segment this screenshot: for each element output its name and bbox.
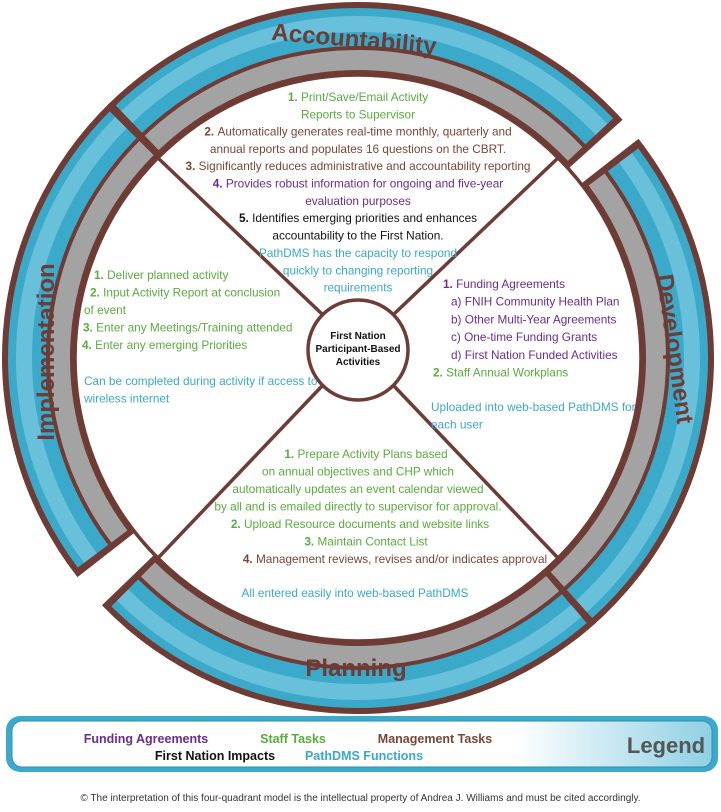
- accountability-item-1-line: Reports to Supervisor: [301, 107, 415, 121]
- development-item-2-line: a) FNIH Community Health Plan: [451, 295, 620, 309]
- accountability-item-2-line: annual reports and populates 16 question…: [210, 142, 506, 156]
- accountability-item-1-line: 1. Print/Save/Email Activity: [288, 90, 428, 104]
- development-item-4-line: c) One-time Funding Grants: [451, 330, 597, 344]
- planning-title: Planning: [305, 655, 406, 682]
- legend-pathdms: PathDMS Functions: [305, 749, 423, 763]
- development-item-6-line: 2. Staff Annual Workplans: [433, 366, 568, 380]
- legend-management: Management Tasks: [378, 732, 492, 746]
- divider-line: [156, 384, 324, 560]
- development-note-line: Uploaded into web-based PathDMS for: [431, 400, 636, 414]
- outer-bands: [2, 1, 714, 714]
- implementation-title: Implementation: [33, 263, 60, 440]
- divider-line: [156, 156, 324, 316]
- implementation-item-4-line: 4. Enter any emerging Priorities: [82, 338, 247, 352]
- planning-item-3-line: 3. Maintain Contact List: [304, 535, 428, 549]
- legend: Funding Agreements Staff Tasks Managemen…: [6, 716, 718, 772]
- accountability-item-4-line: evaluation purposes: [305, 194, 411, 208]
- development-band: [532, 138, 714, 639]
- development-item-3-line: b) Other Multi-Year Agreements: [451, 312, 617, 326]
- planning-item-1-line: on annual objectives and CHP which: [262, 465, 454, 479]
- center-line-3: Activities: [336, 357, 381, 368]
- center-line-1: First Nation: [330, 331, 386, 342]
- accountability-item-5-line: 5. Identifies emerging priorities and en…: [239, 211, 477, 225]
- center-line-2: Participant-Based: [315, 344, 400, 355]
- implementation-item-2-line: 2. Input Activity Report at conclusion: [90, 286, 280, 300]
- accountability-note-line: requirements: [324, 281, 393, 295]
- implementation-item-3-line: 3. Enter any Meetings/Training attended: [83, 321, 292, 335]
- planning-item-1-line: automatically updates an event calendar …: [232, 482, 483, 496]
- accountability-item-4-line: 4. Provides robust information for ongoi…: [213, 177, 504, 191]
- implementation-item-1-line: 1. Deliver planned activity: [94, 268, 229, 282]
- development-item-5-line: d) First Nation Funded Activities: [451, 348, 618, 362]
- center-node: First Nation Participant-Based Activitie…: [306, 298, 410, 402]
- planning-band: [101, 555, 597, 714]
- planning-item-2-line: 2. Upload Resource documents and website…: [231, 517, 489, 531]
- implementation-note-line: Can be completed during activity if acce…: [84, 374, 318, 388]
- copyright-notice: © The interpretation of this four-quadra…: [80, 793, 641, 804]
- development-note-line: each user: [431, 418, 483, 432]
- planning-note-line: All entered easily into web-based PathDM…: [242, 586, 469, 600]
- accountability-band: [106, 1, 623, 168]
- divider-line: [392, 384, 560, 560]
- legend-title: Legend: [627, 733, 705, 758]
- planning-item-1-line: by all and is emailed directly to superv…: [214, 500, 501, 514]
- quadrant-dividers: [156, 156, 560, 560]
- planning-item-4-line: 4. Management reviews, revises and/or in…: [243, 552, 547, 566]
- implementation-item-2-line: of event: [84, 303, 127, 317]
- accountability-note-line: quickly to changing reporting: [283, 263, 433, 277]
- implementation-note-line: wireless internet: [83, 392, 170, 406]
- implementation-content: 1. Deliver planned activity 2. Input Acti…: [82, 268, 318, 406]
- legend-impacts: First Nation Impacts: [155, 749, 275, 763]
- legend-staff: Staff Tasks: [260, 732, 326, 746]
- legend-funding: Funding Agreements: [84, 732, 209, 746]
- accountability-item-3-line: 3. Significantly reduces administrative …: [186, 159, 531, 173]
- implementation-band: [2, 101, 161, 578]
- accountability-item-2-line: 2. Automatically generates real-time mon…: [204, 125, 511, 139]
- planning-item-1-line: 1. Prepare Activity Plans based: [284, 447, 447, 461]
- accountability-item-5-line: accountability to the First Nation.: [272, 228, 443, 242]
- development-item-1-line: 1. Funding Agreements: [443, 277, 565, 291]
- accountability-note-line: PathDMS has the capacity to respond: [259, 246, 457, 260]
- divider-line: [392, 156, 560, 316]
- development-content: 1. Funding Agreements a) FNIH Community H…: [431, 277, 636, 432]
- planning-content: 1. Prepare Activity Plans based on annual…: [214, 447, 547, 600]
